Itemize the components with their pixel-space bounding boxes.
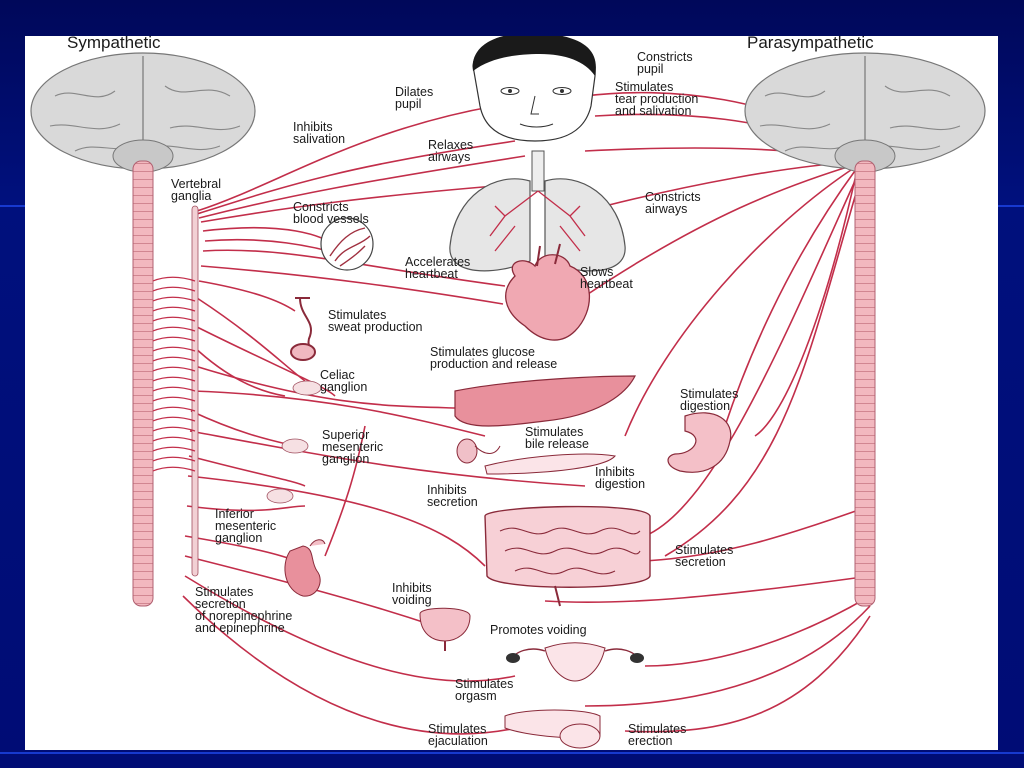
sympathetic-spinal-cord bbox=[132, 160, 154, 607]
kidney-illustration bbox=[284, 539, 326, 597]
sympathetic-title: Sympathetic bbox=[67, 36, 161, 52]
intestines-illustration bbox=[484, 505, 651, 607]
bladder-illustration bbox=[419, 607, 471, 651]
sympathetic-rami bbox=[152, 276, 196, 472]
sympathetic-brain bbox=[30, 52, 256, 173]
uterus-illustration bbox=[506, 642, 644, 682]
parasympathetic-spinal-cord bbox=[854, 160, 876, 607]
parasympathetic-title: Parasympathetic bbox=[747, 36, 874, 52]
autonomic-nervous-system-diagram: Sympathetic Parasympathetic bbox=[30, 36, 986, 749]
parasympathetic-brain bbox=[744, 52, 986, 173]
sweat-gland-illustration bbox=[290, 297, 316, 361]
liver-illustration bbox=[454, 375, 636, 427]
blood-vessels-illustration bbox=[320, 217, 374, 271]
ganglia bbox=[266, 380, 322, 504]
decorative-stripe bbox=[0, 752, 1024, 754]
heart-illustration bbox=[505, 243, 591, 341]
label-promotes-voiding: Promotes voiding bbox=[490, 623, 587, 637]
face-illustration bbox=[472, 36, 596, 142]
diagram-panel: Sympathetic Parasympathetic bbox=[25, 36, 998, 750]
lungs-illustration bbox=[449, 150, 626, 272]
male-organ-illustration bbox=[504, 709, 601, 749]
stomach-illustration bbox=[667, 412, 732, 473]
gallbladder-illustration bbox=[456, 438, 616, 475]
